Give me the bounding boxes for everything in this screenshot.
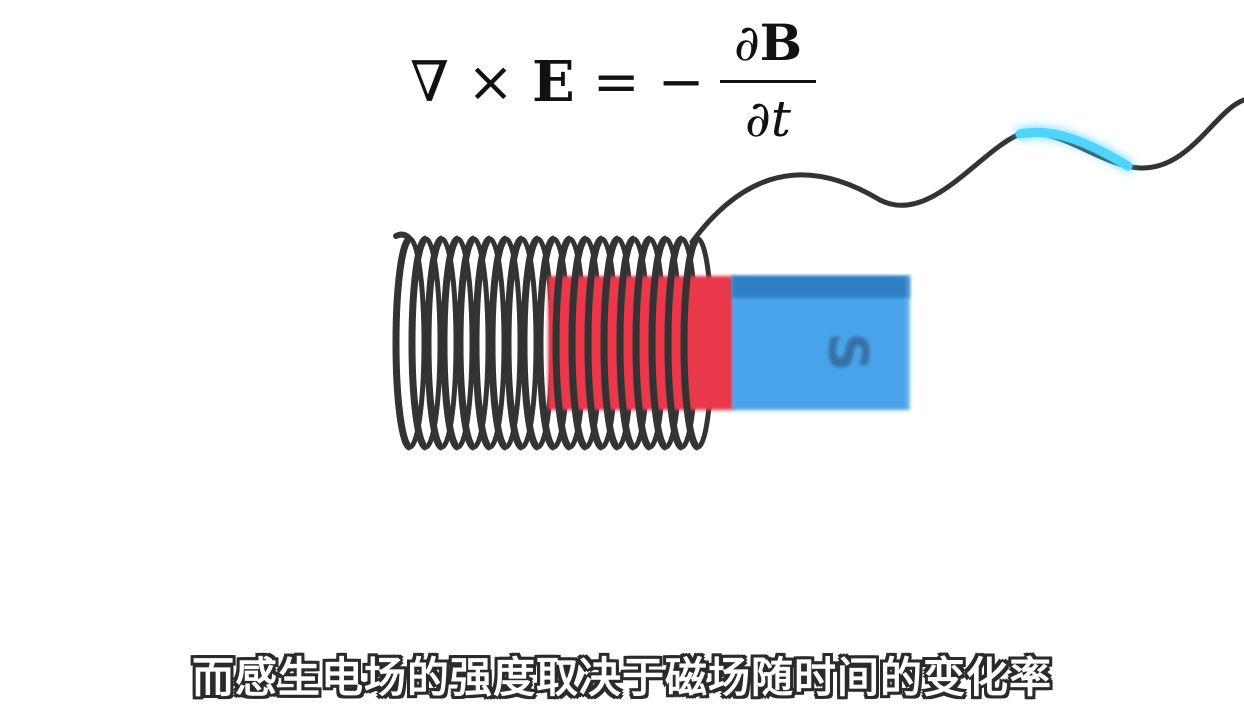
coil-loop-front: [552, 235, 572, 451]
coil-loop-front: [680, 235, 700, 451]
fraction-denominator: ∂t: [745, 90, 791, 148]
equation-fraction: ∂B ∂t: [720, 14, 816, 154]
fraction-numerator: ∂B: [720, 13, 816, 73]
coil-loop-front: [520, 235, 540, 451]
coil-loop-front: [648, 235, 668, 451]
coil-loop-front: [504, 235, 524, 451]
bar-magnet: S: [548, 276, 914, 410]
magnet-south-top-edge: [732, 276, 910, 298]
magnet-motion-blur: [890, 276, 914, 410]
coil-loop-front: [392, 235, 412, 451]
coil-loop-front: [632, 235, 652, 451]
coil-loop-front: [488, 235, 508, 451]
coil-loop-front: [664, 235, 684, 451]
coil-front-loops: [392, 231, 700, 451]
minus-symbol: −: [657, 50, 705, 115]
coil-loop-front: [472, 235, 492, 451]
subtitle-caption: 而感生电场的强度取决于磁场随时间的变化率: [191, 653, 1052, 702]
magnet-pole-label: S: [816, 333, 879, 372]
coil-loop-front: [600, 235, 620, 451]
equals-symbol: =: [592, 50, 640, 115]
equation-left-side: ∇ × E =−: [410, 52, 705, 113]
faraday-equation: ∇ × E =− ∂B ∂t: [400, 10, 840, 160]
lead-wire: [689, 97, 1244, 245]
coil-loop-front: [584, 235, 604, 451]
electric-field-symbol: E: [532, 49, 575, 115]
coil-loop-front: [616, 235, 636, 451]
coil-loop-front: [536, 235, 556, 451]
partial-symbol: ∂: [733, 14, 760, 72]
magnet-south-half: [732, 276, 910, 410]
coil-loop-front: [440, 235, 460, 451]
fraction-bar: [720, 80, 816, 83]
magnet-north-half: [548, 276, 734, 410]
coil-loop-front: [424, 235, 444, 451]
nabla-symbol: ∇: [410, 50, 450, 115]
coil-loop-front: [456, 235, 476, 451]
coil-start-tail: [393, 231, 413, 242]
magnetic-field-symbol: B: [759, 13, 803, 72]
current-pulse-glow: [1015, 128, 1133, 171]
coil-loop-front: [408, 235, 428, 451]
coil-loop-front: [568, 235, 588, 451]
cross-symbol: ×: [467, 50, 515, 115]
